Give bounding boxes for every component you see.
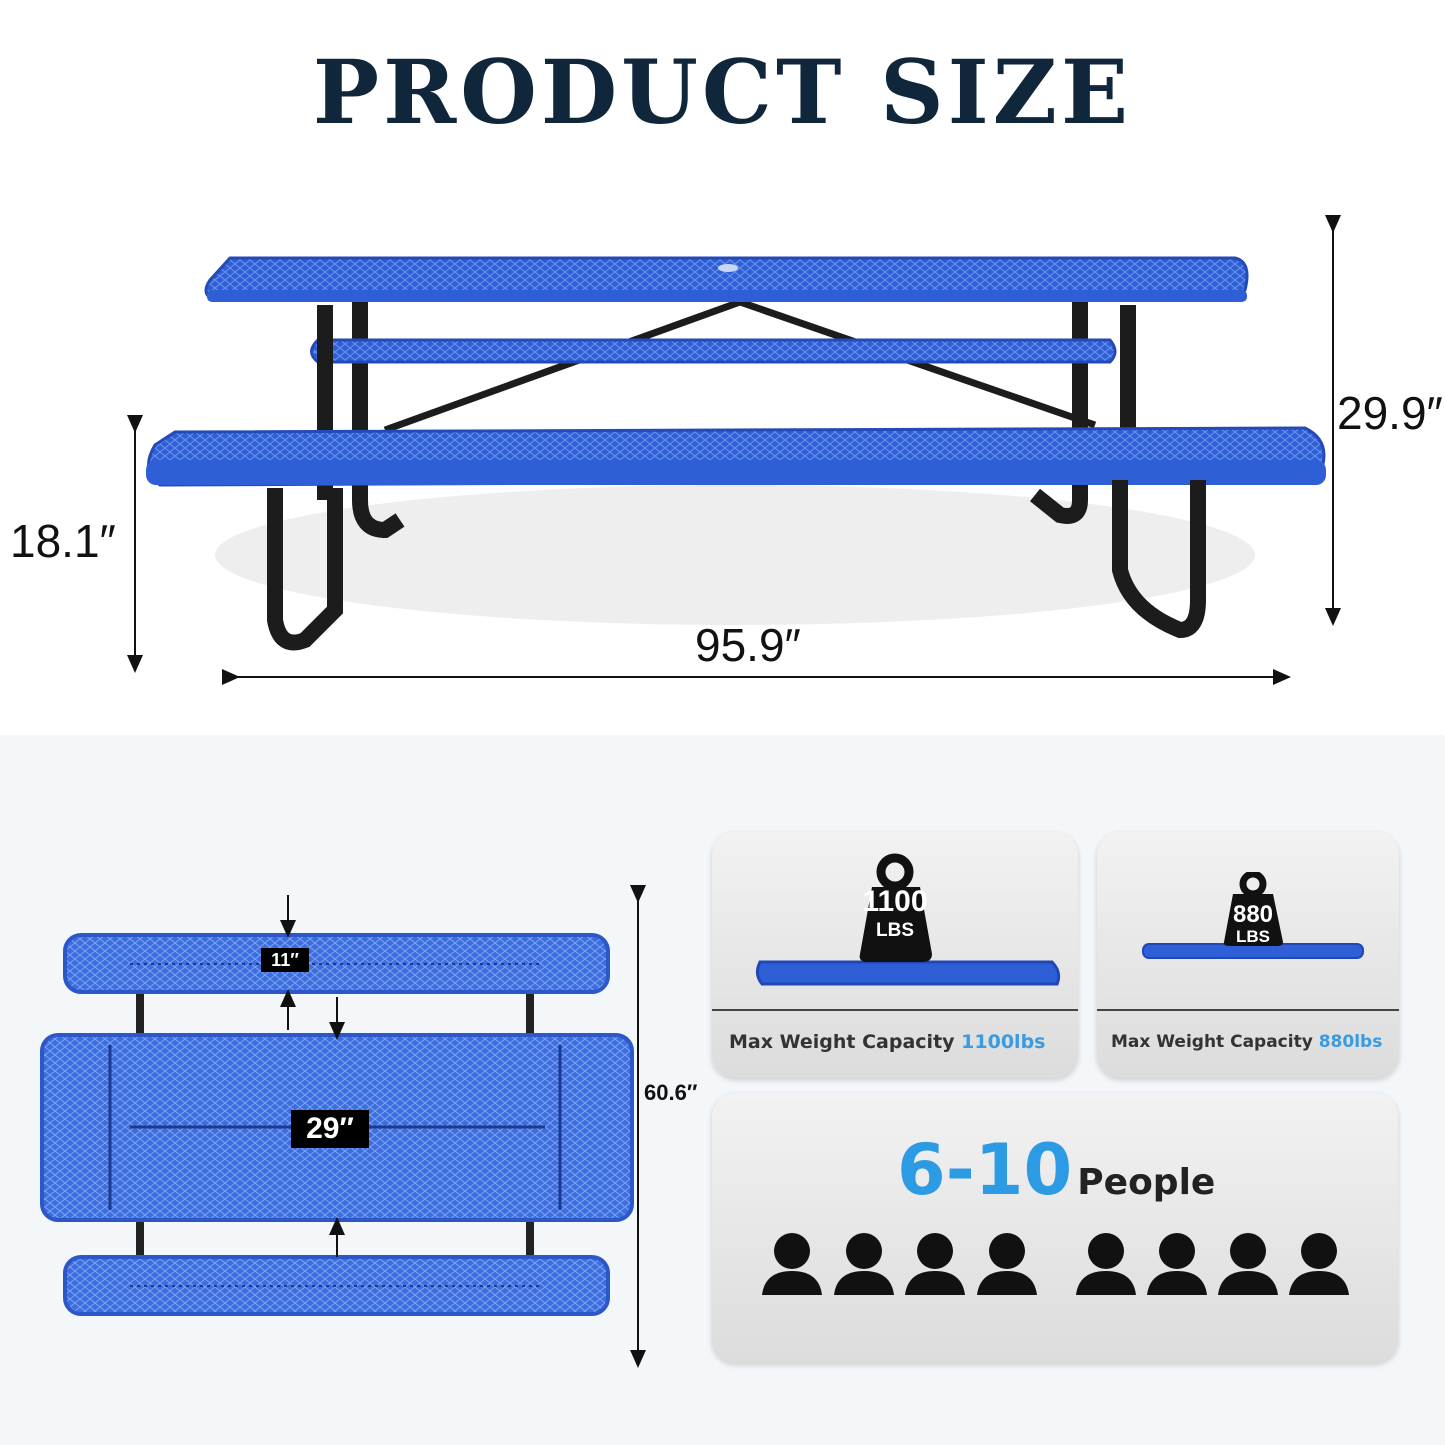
seating-capacity-card: 6-10 People [712,1093,1398,1363]
length-label: 95.9″ [695,619,801,671]
picnic-table-top-view-illustration [40,885,646,1368]
person-icon [977,1233,1037,1295]
back-bench [310,338,1117,364]
weight-number: 1100 [862,885,928,918]
seating-label: People [1077,1162,1216,1203]
overall-width-label: 60.6″ [644,1080,698,1105]
front-right-u-leg [1112,480,1206,639]
table-width-tag: 29″ [291,1110,369,1148]
person-icon [1076,1233,1136,1295]
bench-height-label: 18.1″ [10,515,116,567]
capacity-caption: Max Weight Capacity 1100lbs [729,1031,1046,1053]
person-icon [1147,1233,1207,1295]
back-left-leg [352,300,405,539]
person-icon [1289,1233,1349,1295]
person-icon [905,1233,965,1295]
bench-width-tag: 11″ [261,948,309,972]
top-bench [63,933,610,994]
back-right-leg [1030,300,1088,524]
capacity-caption: Max Weight Capacity 880lbs [1111,1032,1383,1052]
page-title: PRODUCT SIZE [312,40,1133,144]
weight-unit: LBS [1236,927,1270,946]
weight-icon [755,853,1061,986]
person-icon [762,1233,822,1295]
seating-count-row: 6-10 People [897,1129,1215,1211]
person-icon [1218,1233,1278,1295]
picnic-table-perspective-illustration [127,215,1341,685]
table-capacity-card: 1100 LBS Max Weight Capacity 1100lbs [712,832,1078,1078]
person-icon [834,1233,894,1295]
seating-count: 6-10 [897,1129,1073,1211]
weight-icon [1142,872,1364,959]
weight-number: 880 [1232,901,1274,928]
people-icons [762,1233,1349,1295]
table-height-label: 29.9″ [1337,387,1443,439]
weight-unit: LBS [876,920,914,941]
bench-capacity-card: 880 LBS Max Weight Capacity 880lbs [1097,832,1399,1078]
front-left-u-leg [267,488,343,651]
